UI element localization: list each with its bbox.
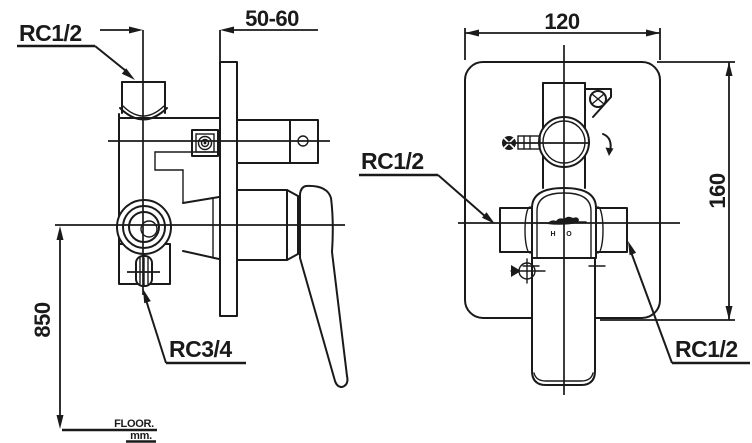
- wall-depth-value: 50-60: [245, 6, 299, 31]
- floor-unit-label: mm.: [130, 430, 152, 442]
- floor-reference: FLOOR. mm.: [62, 418, 157, 443]
- dimension-wall-depth: 50-60: [100, 6, 318, 62]
- outlet-stub: [127, 255, 160, 287]
- supply-port-circles: [116, 199, 172, 255]
- rotation-arrow-head: [605, 147, 614, 156]
- callout-right-port: RC1/2: [628, 241, 750, 365]
- hot-marker: H: [550, 231, 555, 238]
- bracket-screw: [191, 129, 219, 157]
- callout-left-port: RC1/2: [359, 148, 495, 224]
- callout-inlet-thread: RC1/2: [17, 20, 135, 80]
- dimension-plate-height: 160: [600, 61, 735, 321]
- dimension-plate-width: 120: [464, 9, 661, 60]
- callout-outlet-thread: RC3/4: [143, 289, 246, 365]
- inlet-thread-label: RC1/2: [19, 20, 82, 46]
- top-screw-bracket: [584, 88, 612, 118]
- handle-lever-side: [299, 184, 349, 388]
- right-port-label: RC1/2: [675, 336, 738, 362]
- outlet-thread-label: RC3/4: [169, 336, 232, 362]
- dimension-height: 850: [30, 226, 64, 429]
- plate-width-value: 120: [544, 9, 579, 34]
- floor-label: FLOOR.: [114, 418, 154, 430]
- plate-height-value: 160: [705, 173, 730, 208]
- side-view: 50-60 850 FLOOR. mm. RC1/2 RC3/4: [17, 6, 349, 443]
- left-port-label: RC1/2: [361, 148, 424, 174]
- front-view-centerlines: [458, 45, 680, 395]
- wall-plate-side: [219, 61, 238, 317]
- side-view-centerlines: [55, 30, 345, 295]
- drain-screw-icon: [510, 258, 546, 284]
- height-value: 850: [30, 302, 55, 337]
- cold-marker: O: [566, 231, 572, 238]
- front-view: H O 120 160 RC1/2: [359, 9, 750, 395]
